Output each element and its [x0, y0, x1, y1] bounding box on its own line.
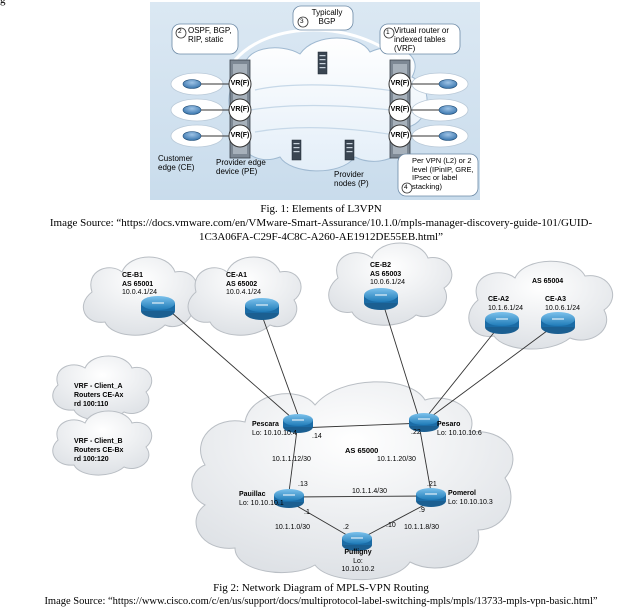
vrf-client-a-line3: rd 100:110: [74, 401, 109, 408]
ce-a1-ip: 10.0.4.1/24: [226, 289, 262, 296]
callout-3-number: 3: [300, 18, 304, 25]
provider-edge-label: Provider edge device (PE): [216, 158, 266, 176]
vrf-label: VR(F): [230, 132, 250, 139]
ce-b1-as: AS 65001: [122, 280, 154, 288]
figure-1-caption: Fig. 1: Elements of L3VPN: [260, 203, 382, 215]
pescara-lo: Lo: 10.10.10.4: [252, 429, 297, 437]
ce-a2-ip: 10.1.6.1/24: [488, 304, 524, 312]
figure-1-source-line-2: 1C3A06FA-C29F-4C8C-A260-AE1912DE55EB.htm…: [199, 231, 443, 243]
callout-1-text: Virtual router or indexed tables (VRF): [394, 26, 449, 53]
pomerol-name: Pomerol: [448, 490, 477, 497]
vrf-client-a-line2: Routers CE-Ax: [74, 392, 124, 399]
pomerol-port-down: .9: [419, 507, 425, 514]
pesaro-name: Pesaro: [437, 421, 461, 428]
vrf-client-a-line1: VRF - Client_A: [74, 383, 123, 390]
figure-1-source-line-1: Image Source: “https://docs.vmware.com/e…: [49, 217, 593, 229]
pulligny-port-right: .10: [386, 522, 396, 529]
ce-b2-as: AS 65003: [370, 270, 402, 278]
ce-a3-ip: 10.0.6.1/24: [545, 304, 581, 312]
pesaro-port: .22: [411, 429, 421, 436]
subnet-pauillac-pulligny: 10.1.1.0/30: [275, 524, 311, 531]
callout-3-text: Typically BGP: [311, 8, 343, 26]
ce-a1-as: AS 65002: [226, 280, 258, 288]
pauillac-port-down: .1: [304, 509, 310, 516]
vrf-label: VR(F): [230, 106, 250, 113]
customer-edge-label: Customer edge (CE): [158, 154, 195, 172]
provider-nodes-label: Provider nodes (P): [334, 170, 369, 188]
vrf-client-b-line3: rd 100:120: [74, 456, 109, 463]
subnet-pomerol-pulligny: 10.1.1.8/30: [404, 524, 440, 531]
callout-4-text: Per VPN (L2) or 2 level (IPinIP, GRE, IP…: [412, 156, 474, 191]
pauillac-lo: Lo: 10.10.10.1: [239, 499, 284, 507]
vrf-label: VR(F): [390, 132, 410, 139]
cut-off-text: g: [0, 0, 6, 6]
pulligny-lo: Lo: 10.10.10.2: [341, 557, 375, 574]
vrf-client-b-line1: VRF - Client_B: [74, 438, 123, 445]
router-icon: [141, 288, 575, 551]
vrf-client-b-line2: Routers CE-Bx: [74, 447, 124, 454]
callout-1-number: 1: [386, 29, 390, 36]
pulligny-port-left: .2: [343, 524, 349, 531]
ce-b1-ip: 10.0.4.1/24: [122, 289, 158, 296]
pescara-name: Pescara: [252, 421, 279, 428]
ce-b1-name: CE-B1: [122, 272, 144, 279]
figure-1-l3vpn-diagram: [150, 2, 480, 200]
pauillac-name: Pauillac: [239, 491, 266, 498]
network-link: [162, 299, 556, 539]
router-arrow-marks: [152, 294, 564, 539]
as65004-label: AS 65004: [532, 278, 564, 285]
vrf-label: VR(F): [230, 80, 250, 87]
as65000-cloud: [191, 381, 514, 581]
as65000-label: AS 65000: [345, 446, 379, 455]
subnet-pescara-pauillac: 10.1.1.12/30: [272, 456, 311, 463]
callout-2-text: OSPF, BGP, RIP, static: [188, 26, 232, 44]
vrf-label: VR(F): [390, 80, 410, 87]
ce-b2-name: CE-B2: [370, 262, 392, 269]
pomerol-lo: Lo: 10.10.10.3: [448, 498, 493, 506]
ce-a1-name: CE-A1: [226, 272, 248, 279]
pomerol-port-up: .21: [427, 481, 437, 488]
pesaro-lo: Lo: 10.10.10.6: [437, 429, 482, 437]
pulligny-name: Pulligny: [344, 549, 372, 556]
callout-number-badge: [175, 16, 413, 194]
pauillac-port-up: .13: [298, 481, 308, 488]
ce-a3-name: CE-A3: [545, 296, 567, 303]
subnet-pesaro-pomerol: 10.1.1.20/30: [377, 456, 416, 463]
vrf-label: VR(F): [390, 106, 410, 113]
figure-2-caption: Fig 2: Network Diagram of MPLS-VPN Routi…: [213, 582, 429, 594]
callout-4-number: 4: [404, 184, 408, 191]
ce-a2-name: CE-A2: [488, 296, 510, 303]
pescara-port: .14: [312, 433, 322, 440]
subnet-pauillac-pomerol: 10.1.1.4/30: [352, 488, 388, 495]
callout-2-number: 2: [178, 28, 182, 35]
ce-b2-ip: 10.0.6.1/24: [370, 279, 406, 286]
figure-2-source: Image Source: “https://www.cisco.com/c/e…: [44, 596, 598, 607]
